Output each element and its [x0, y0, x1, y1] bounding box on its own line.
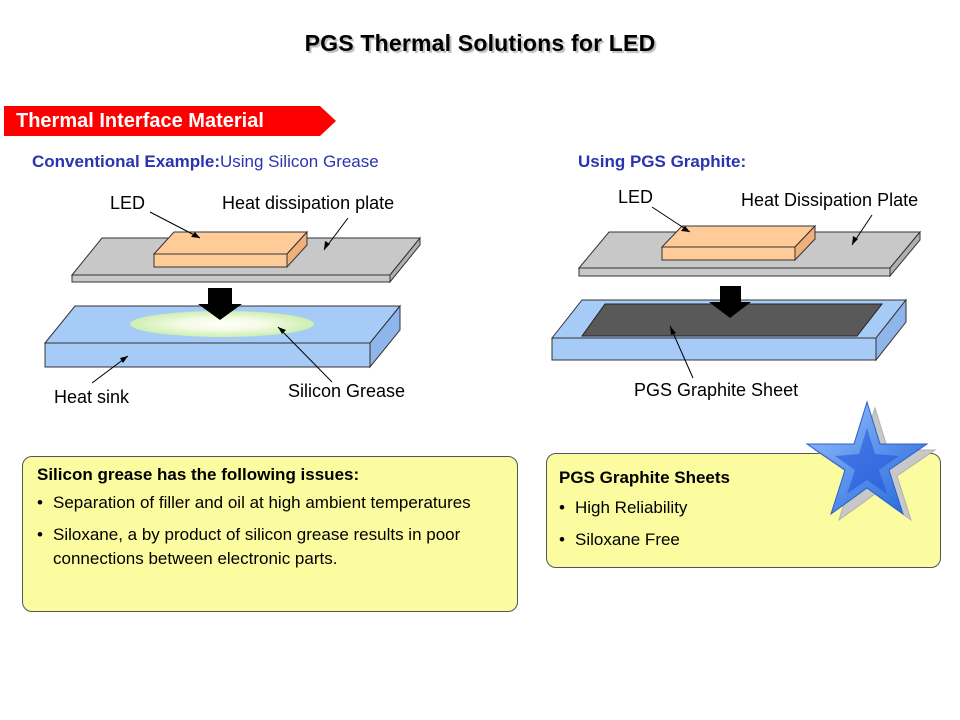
bullet-icon: •: [37, 525, 43, 544]
banner-arrow-shape: [4, 106, 336, 136]
bullet-icon: •: [37, 493, 43, 512]
slide-title: PGS Thermal Solutions for LED: [304, 30, 656, 56]
left-box-list: • Separation of filler and oil at high am…: [37, 491, 503, 571]
silicon-grease-blob: [130, 311, 314, 337]
right-led-block: [660, 224, 817, 262]
left-grease-leader: [277, 326, 333, 383]
right-sheet-label: PGS Graphite Sheet: [634, 380, 799, 400]
left-box-title: Silicon grease has the following issues:: [37, 465, 360, 484]
left-box-item-2: Siloxane, a by product of silicon grease…: [53, 525, 461, 568]
left-heading-bold: Conventional Example:: [32, 152, 220, 171]
list-item: • High Reliability: [559, 496, 928, 520]
left-led-leader: [149, 211, 201, 239]
left-heading: Conventional Example:Using Silicon Greas…: [32, 152, 379, 172]
right-down-arrow: [709, 286, 751, 318]
left-box-item-1: Separation of filler and oil at high amb…: [53, 493, 471, 512]
list-item: • Siloxane Free: [559, 528, 928, 552]
left-heading-rest: Using Silicon Grease: [219, 152, 379, 171]
pgs-graphite-sheet: [581, 303, 884, 337]
left-led-label: LED: [110, 193, 146, 213]
left-grease-label: Silicon Grease: [288, 381, 406, 401]
list-item: • Separation of filler and oil at high am…: [37, 491, 503, 515]
left-plate-label: Heat dissipation plate: [222, 193, 395, 213]
right-heading: Using PGS Graphite:: [578, 152, 747, 171]
left-down-arrow: [198, 288, 242, 320]
right-led-label: LED: [618, 187, 654, 207]
right-plate-label: Heat Dissipation Plate: [741, 190, 919, 210]
left-issues-box: Silicon grease has the following issues:…: [22, 456, 518, 612]
section-banner: Thermal Interface Material: [4, 106, 336, 136]
right-sheet-leader: [669, 325, 694, 379]
section-banner-label: Thermal Interface Material: [16, 110, 264, 132]
right-box-item-1: High Reliability: [575, 498, 688, 517]
star-icon: [805, 400, 937, 522]
right-box-item-2: Siloxane Free: [575, 530, 680, 549]
left-heat-sink-label: Heat sink: [54, 387, 130, 407]
right-box-list: • High Reliability • Siloxane Free: [559, 496, 928, 552]
bullet-icon: •: [559, 498, 565, 517]
list-item: • Siloxane, a by product of silicon greas…: [37, 523, 503, 571]
left-led-block: [152, 230, 309, 269]
bullet-icon: •: [559, 530, 565, 549]
right-box-title: PGS Graphite Sheets: [559, 468, 730, 487]
